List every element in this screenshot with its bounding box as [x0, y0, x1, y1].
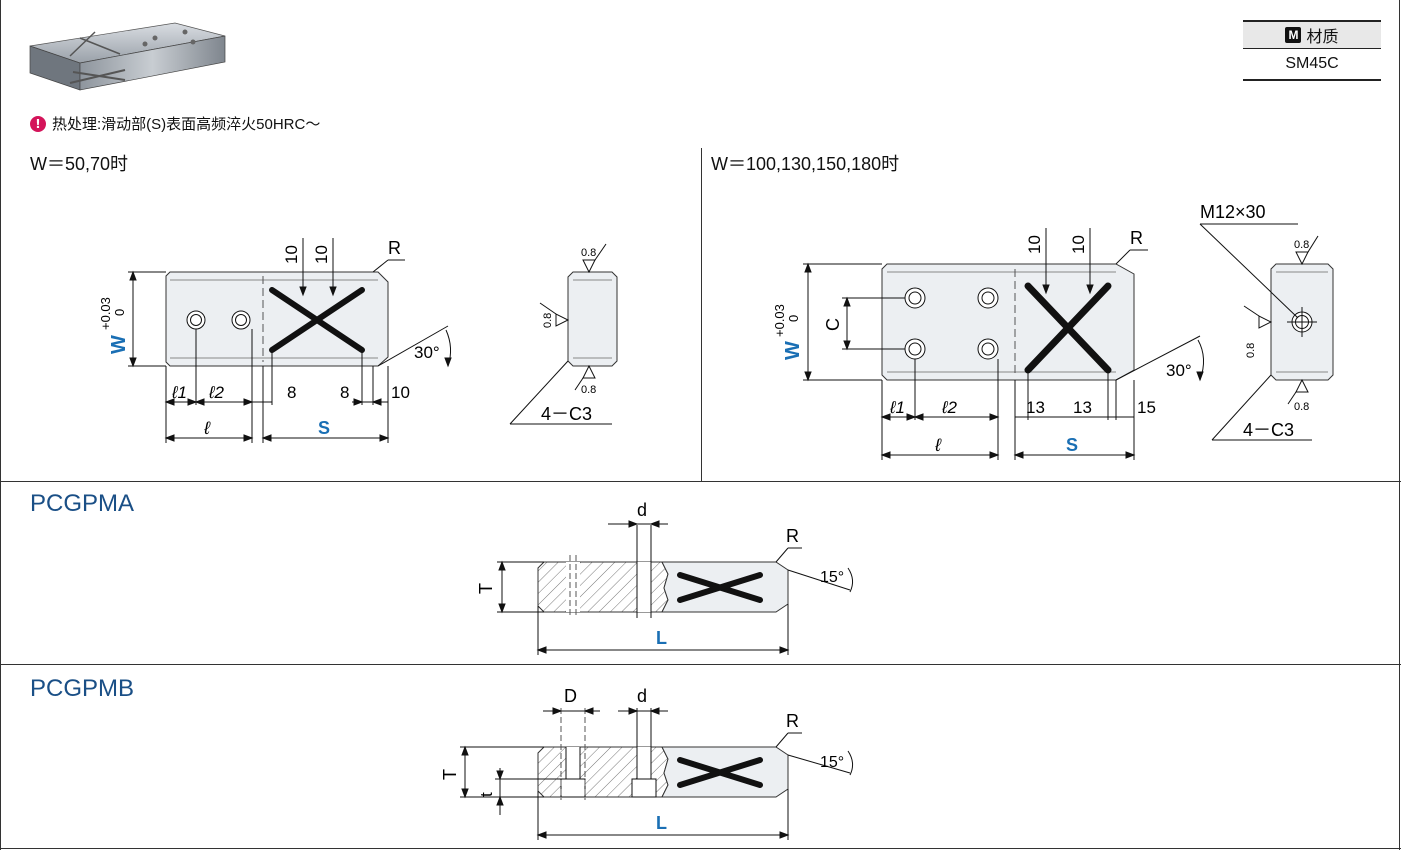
label-l: ℓ	[203, 418, 211, 438]
label-R2: R	[1130, 228, 1143, 248]
label-15: 15	[1137, 398, 1156, 417]
label-L2: L	[656, 813, 667, 833]
label-l2nd: ℓ	[934, 435, 942, 455]
heat-treatment-note: ! 热处理:滑动部(S)表面高频淬火50HRC～	[30, 113, 320, 134]
label-l2b: ℓ2	[941, 398, 957, 417]
label-screw: M12×30	[1200, 202, 1266, 222]
alert-icon: !	[30, 115, 46, 132]
label-tol-plus2: +0.03	[772, 304, 787, 337]
material-header: M 材质	[1243, 20, 1381, 49]
material-value: SM45C	[1243, 49, 1381, 81]
product-photo	[29, 22, 226, 91]
material-table: M 材质 SM45C	[1243, 20, 1381, 81]
label-10c: 10	[391, 383, 410, 402]
label-10a: 10	[282, 245, 301, 264]
label-tol-plus: +0.03	[98, 297, 113, 330]
label-d2: d	[637, 686, 647, 706]
label-l1: ℓ1	[171, 383, 187, 402]
drawing-pcgpmb: D d R T t 15° L	[440, 686, 854, 840]
groove-x-2	[269, 287, 365, 353]
label-8b: 8	[340, 383, 349, 402]
label-rough-left: 0.8	[542, 313, 554, 328]
section-divider	[701, 148, 702, 481]
row-divider-3	[0, 848, 1401, 849]
label-tol-zero2: 0	[786, 315, 801, 322]
row-divider-2	[0, 664, 1401, 665]
label-R3: R	[786, 526, 799, 546]
label-angle3: 15°	[820, 569, 844, 586]
title-pcgpmb: PCGPMB	[30, 675, 135, 702]
label-S: S	[318, 418, 330, 438]
hole-6	[977, 338, 999, 360]
label-S2: S	[1066, 435, 1078, 455]
label-tol-zero: 0	[112, 309, 127, 316]
label-chamfer2: 4－C3	[1243, 420, 1294, 440]
label-rough-top: 0.8	[581, 247, 596, 259]
frame-right	[1399, 0, 1400, 850]
groove-x-4	[1024, 282, 1112, 374]
label-10b: 10	[312, 245, 331, 264]
title-pcgpma: PCGPMA	[30, 490, 135, 517]
label-l1b: ℓ1	[889, 398, 905, 417]
label-L: L	[656, 628, 667, 648]
drawing-pcgpma: d R T 15° L	[476, 500, 854, 655]
label-rough-bottom: 0.8	[581, 384, 596, 396]
label-8a: 8	[287, 383, 296, 402]
label-W: W	[108, 335, 130, 354]
label-rough-top2: 0.8	[1294, 239, 1309, 251]
hole-3	[904, 287, 926, 309]
label-13b: 13	[1073, 398, 1092, 417]
label-10d: 10	[1025, 235, 1044, 254]
label-t: t	[477, 792, 496, 797]
label-angle: 30°	[414, 343, 440, 362]
hole-1	[186, 310, 206, 330]
row-divider-1	[0, 481, 1401, 482]
label-R4: R	[786, 711, 799, 731]
label-W2: W	[782, 341, 804, 360]
label-R: R	[388, 238, 401, 258]
hole-4	[977, 287, 999, 309]
hole-2	[231, 310, 251, 330]
label-chamfer: 4－C3	[541, 404, 592, 424]
label-angle2: 30°	[1166, 361, 1192, 380]
label-l2: ℓ2	[208, 383, 224, 402]
label-T2: T	[440, 769, 460, 780]
heat-treatment-text: 热处理:滑动部(S)表面高频淬火50HRC～	[52, 116, 321, 133]
label-13a: 13	[1026, 398, 1045, 417]
label-angle4: 15°	[820, 754, 844, 771]
label-C: C	[823, 318, 843, 331]
label-rough-left2: 0.8	[1245, 343, 1257, 358]
material-icon: M	[1285, 27, 1302, 43]
frame-left	[0, 0, 1, 850]
block-small-side-view	[567, 271, 618, 367]
caption-large-width: W＝100,130,150,180时	[711, 154, 900, 174]
label-D: D	[564, 686, 577, 706]
hole-5	[904, 338, 926, 360]
label-rough-bottom2: 0.8	[1294, 401, 1309, 413]
label-d: d	[637, 500, 647, 520]
drawing-small-width: 10 10 R W +0.03 0 30° ℓ1 ℓ2 8 8 10 ℓ S 0…	[98, 238, 618, 443]
caption-small-width: W＝50,70时	[30, 154, 129, 174]
label-T: T	[476, 583, 496, 594]
material-header-label: 材质	[1306, 29, 1339, 46]
label-10e: 10	[1069, 235, 1088, 254]
drawing-large-width: 10 10 R W +0.03 0 C 30° ℓ1 ℓ2 13 13 15 ℓ…	[772, 202, 1334, 460]
